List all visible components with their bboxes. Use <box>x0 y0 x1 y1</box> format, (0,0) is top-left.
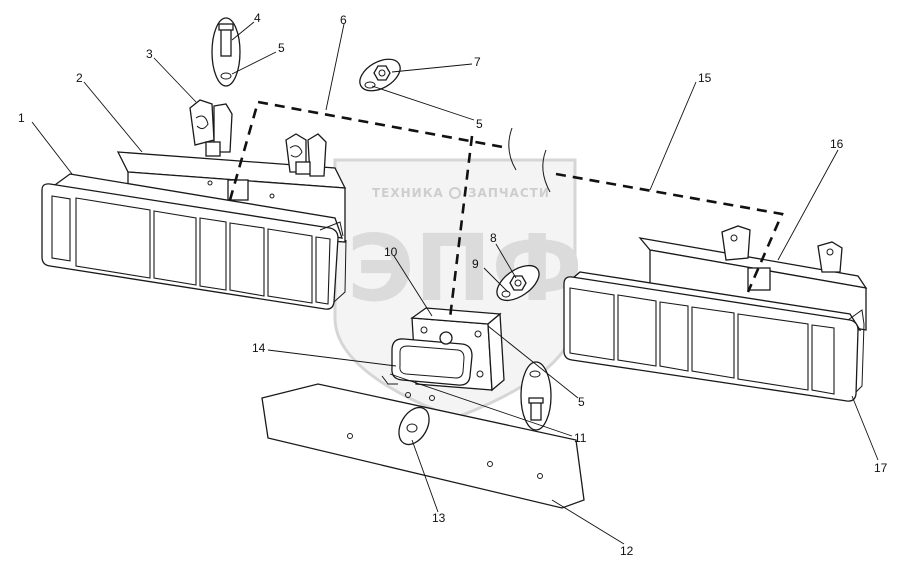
mounting-plate <box>261 383 585 509</box>
callout-15: 15 <box>698 71 712 85</box>
callout-5a: 5 <box>278 41 285 55</box>
watermark-line1: ТЕХНИКА <box>372 186 444 200</box>
callout-labels: 1 2 3 4 5 6 7 5 15 16 8 9 10 14 5 11 13 … <box>18 11 888 558</box>
callout-13: 13 <box>432 511 446 525</box>
watermark-logo: ЭПФ <box>347 215 583 322</box>
callout-6: 6 <box>340 13 347 27</box>
callout-16: 16 <box>830 137 844 151</box>
connector <box>381 331 473 386</box>
callout-4: 4 <box>254 11 261 25</box>
watermark-gear-icon <box>449 187 461 199</box>
left-clips <box>189 99 327 177</box>
bolt-bubble-4-5 <box>211 17 241 87</box>
callout-9: 9 <box>472 257 479 271</box>
washer-bubble-13 <box>398 406 430 446</box>
left-lamp <box>41 173 347 310</box>
callout-1: 1 <box>18 111 25 125</box>
callout-12: 12 <box>620 544 634 558</box>
wire-harness <box>228 100 784 319</box>
nut-bubble-7-5 <box>359 58 401 92</box>
leader-lines <box>31 21 879 545</box>
right-lamp <box>563 271 865 402</box>
callout-11: 11 <box>574 431 587 445</box>
callout-17: 17 <box>874 461 888 475</box>
callout-10: 10 <box>384 245 398 259</box>
callout-3: 3 <box>146 47 153 61</box>
bolt-bubble-5-11 <box>520 361 552 431</box>
callout-14: 14 <box>252 341 266 355</box>
callout-7: 7 <box>474 55 481 69</box>
callout-5c: 5 <box>578 395 585 409</box>
callout-2: 2 <box>76 71 83 85</box>
callout-5b: 5 <box>476 117 483 131</box>
watermark-line2: ЗАПЧАСТИ <box>468 186 550 200</box>
callout-8: 8 <box>490 231 497 245</box>
